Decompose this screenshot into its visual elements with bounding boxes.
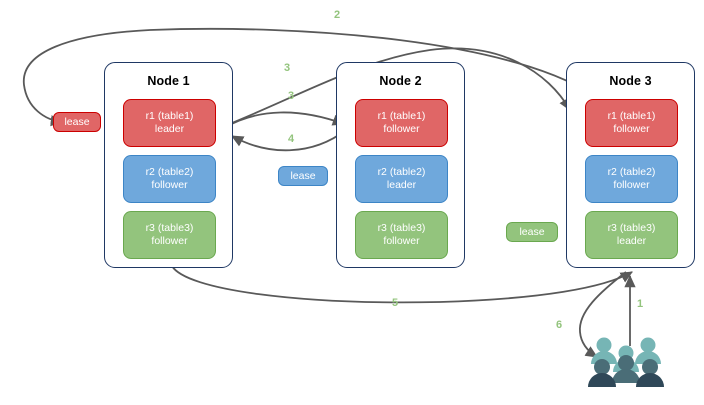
- replica-role: follower: [613, 123, 650, 135]
- replica-role: leader: [154, 123, 185, 135]
- replica-n2r2: r2 (table2) leader: [355, 155, 448, 203]
- replica-n1r3: r3 (table3) follower: [123, 211, 216, 259]
- lease-badge-r3: lease: [506, 222, 558, 242]
- replica-role: leader: [386, 179, 417, 191]
- replica-name: r3 (table3): [145, 222, 194, 234]
- replica-name: r2 (table2): [145, 166, 194, 178]
- replica-n3r1: r1 (table1) follower: [585, 99, 678, 147]
- node-container-node3: Node 3 r1 (table1) follower r2 (table2) …: [566, 62, 695, 268]
- lease-label: lease: [290, 170, 316, 182]
- replica-role: follower: [613, 179, 650, 191]
- people-group-icon: [588, 336, 664, 390]
- node-title-node3: Node 3: [609, 74, 652, 88]
- node-container-node2: Node 2 r1 (table1) follower r2 (table2) …: [336, 62, 465, 268]
- edge-label-6: 6: [556, 319, 563, 331]
- replica-n2r3: r3 (table3) follower: [355, 211, 448, 259]
- lease-label: lease: [519, 226, 545, 238]
- edge-3-short-path: [223, 111, 346, 129]
- edge-label-3-short: 3: [288, 90, 295, 102]
- replica-role: follower: [151, 235, 188, 247]
- replica-role: leader: [616, 235, 647, 247]
- lease-badge-r1: lease: [53, 112, 101, 132]
- replica-name: r3 (table3): [377, 222, 426, 234]
- replica-name: r1 (table1): [377, 110, 426, 122]
- replica-role: follower: [383, 235, 420, 247]
- replica-role: follower: [383, 123, 420, 135]
- edge-5-path: [171, 265, 633, 304]
- replica-n1r1: r1 (table1) leader: [123, 99, 216, 147]
- replica-name: r2 (table2): [377, 166, 426, 178]
- replica-name: r3 (table3): [607, 222, 656, 234]
- replica-n3r2: r2 (table2) follower: [585, 155, 678, 203]
- node-title-node2: Node 2: [379, 74, 422, 88]
- replica-n2r1: r1 (table1) follower: [355, 99, 448, 147]
- edge-label-2: 2: [334, 9, 341, 21]
- replica-n1r2: r2 (table2) follower: [123, 155, 216, 203]
- lease-label: lease: [64, 116, 90, 128]
- replica-name: r2 (table2): [607, 166, 656, 178]
- replica-n3r3: r3 (table3) leader: [585, 211, 678, 259]
- replica-role: follower: [151, 179, 188, 191]
- node-title-node1: Node 1: [147, 74, 190, 88]
- edge-label-4: 4: [288, 133, 295, 145]
- edge-label-3-long: 3: [284, 62, 291, 74]
- edge-label-1: 1: [637, 298, 644, 310]
- edge-label-5: 5: [392, 297, 399, 309]
- node-container-node1: Node 1 r1 (table1) leader r2 (table2) fo…: [104, 62, 233, 268]
- replica-name: r1 (table1): [145, 110, 194, 122]
- replica-name: r1 (table1): [607, 110, 656, 122]
- lease-badge-r2: lease: [278, 166, 328, 186]
